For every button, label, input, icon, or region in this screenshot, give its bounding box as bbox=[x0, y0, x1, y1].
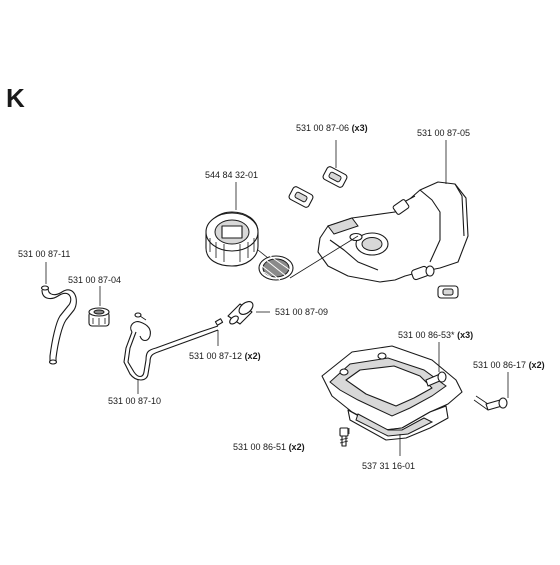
callout-531008710: 531 00 87-10 bbox=[108, 396, 161, 406]
callout-531008651: 531 00 86-51 (x2) bbox=[233, 442, 305, 452]
callout-531008617: 531 00 86-17 (x2) bbox=[473, 360, 545, 370]
fuel-filter bbox=[88, 307, 110, 327]
fuel-line-10 bbox=[123, 312, 219, 381]
fuel-cap bbox=[205, 211, 359, 281]
callout-531008712: 531 00 87-12 (x2) bbox=[189, 351, 261, 361]
leader-lines bbox=[45, 140, 509, 456]
section-letter: K bbox=[6, 83, 25, 113]
fuel-fitting bbox=[214, 301, 270, 326]
fuel-hose-11 bbox=[40, 285, 77, 365]
tank-guard bbox=[321, 345, 463, 441]
callout-labels: 531 00 87-06 (x3) 531 00 87-05 544 84 32… bbox=[18, 123, 545, 471]
callout-531008706: 531 00 87-06 (x3) bbox=[296, 123, 368, 133]
rubber-mounts bbox=[288, 166, 459, 299]
callout-544843201: 544 84 32-01 bbox=[205, 170, 258, 180]
fuel-tank bbox=[317, 181, 469, 283]
callout-531008704: 531 00 87-04 bbox=[68, 275, 121, 285]
bolt-86-17 bbox=[473, 395, 508, 411]
callout-531008653: 531 00 86-53* (x3) bbox=[398, 330, 473, 340]
bolt-86-51 bbox=[339, 427, 349, 447]
guard-screws bbox=[425, 371, 447, 387]
callout-531008709: 531 00 87-09 bbox=[275, 307, 328, 317]
callout-531008711: 531 00 87-11 bbox=[18, 249, 70, 259]
callout-537311601: 537 31 16-01 bbox=[362, 461, 415, 471]
callout-531008705: 531 00 87-05 bbox=[417, 128, 470, 138]
